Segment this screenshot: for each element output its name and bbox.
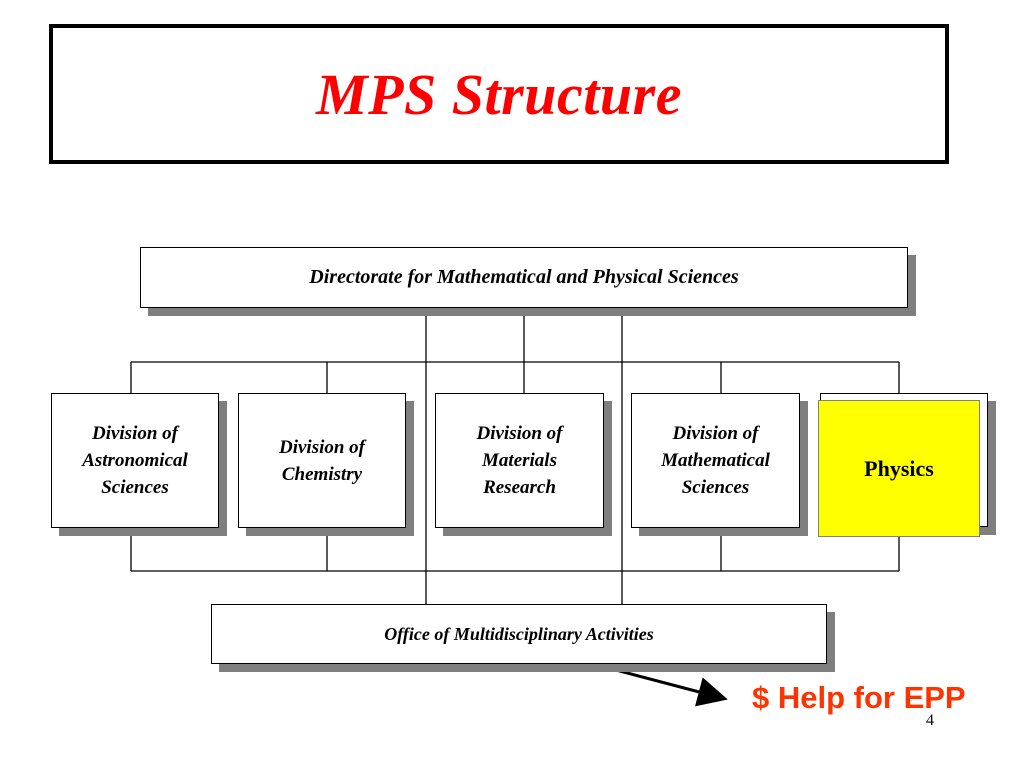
slide-title: MPS Structure	[316, 61, 682, 127]
physics-label: Physics	[864, 455, 934, 481]
physics-box: Physics	[818, 400, 980, 537]
office-box: Office of Multidisciplinary Activities	[211, 604, 827, 664]
directorate-box: Directorate for Mathematical and Physica…	[140, 247, 908, 308]
division-materials-label: Division of Materials Research	[476, 423, 563, 498]
division-math-label: Division of Mathematical Sciences	[661, 423, 770, 498]
epp-callout: $ Help for EPP	[752, 680, 966, 715]
division-chemistry-box: Division of Chemistry	[238, 393, 406, 528]
division-materials-box: Division of Materials Research	[435, 393, 604, 528]
page-number: 4	[926, 712, 934, 729]
directorate-label: Directorate for Mathematical and Physica…	[309, 266, 739, 288]
title-box: MPS Structure	[49, 24, 949, 164]
division-astronomy-box: Division of Astronomical Sciences	[51, 393, 219, 528]
division-astronomy-label: Division of Astronomical Sciences	[82, 423, 188, 498]
office-label: Office of Multidisciplinary Activities	[384, 623, 654, 644]
division-math-box: Division of Mathematical Sciences	[631, 393, 800, 528]
division-chemistry-label: Division of Chemistry	[278, 436, 366, 485]
